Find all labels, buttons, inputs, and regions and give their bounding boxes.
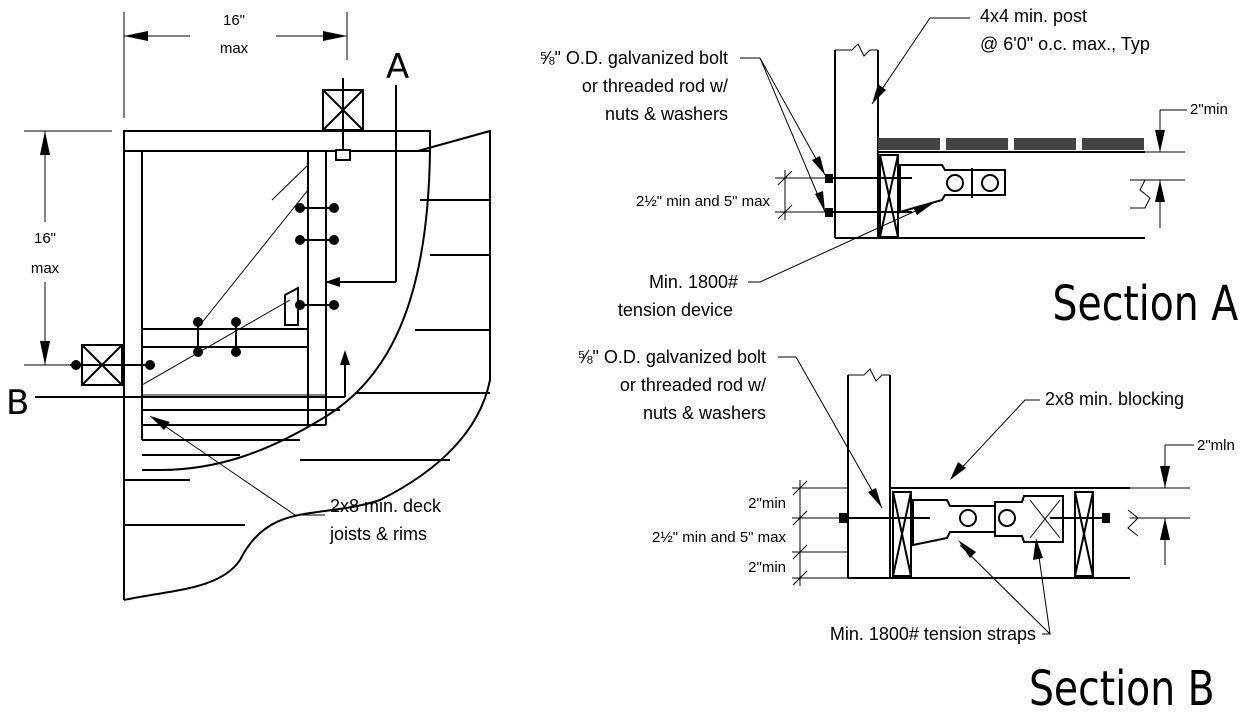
device-label-a: Min. 1800# tension device xyxy=(618,201,936,320)
dim-left-value: 16" xyxy=(34,230,56,247)
blocking-label-b: 2x8 min. blocking xyxy=(950,389,1184,480)
straps-label-b: Min. 1800# tension straps xyxy=(830,538,1052,644)
bolt-label-b-line-2: or threaded rod w/ xyxy=(620,375,766,395)
section-b-title: Section B xyxy=(1029,661,1215,717)
section-cut-a: A xyxy=(325,47,409,287)
dim-stack-left-b: 2"min 2½" min and 5" max 2"min xyxy=(652,480,848,586)
bolt-label-a-line-3: nuts & washers xyxy=(605,104,728,124)
dim-top-16-max: 16" max xyxy=(123,12,348,118)
section-cut-b: B xyxy=(6,350,350,423)
blocking-label: 2x8 min. blocking xyxy=(1045,389,1184,409)
dim-2min-right-text: 2"mln xyxy=(1197,437,1235,454)
joist-label-1: 2x8 min. deck xyxy=(330,496,442,516)
joist-label-2: joists & rims xyxy=(329,524,427,544)
dim-2min-top-text: 2"min xyxy=(748,495,786,512)
dim-left-unit: max xyxy=(31,260,60,277)
bolt-label-a: ⅝" O.D. galvanized bolt or threaded rod … xyxy=(540,48,826,213)
decking-a xyxy=(878,138,1144,150)
dim-2min-a-text: 2"min xyxy=(1190,101,1228,118)
bolt-label-b: ⅝" O.D. galvanized bolt or threaded rod … xyxy=(578,347,883,509)
dim-bolt-spacing-a: 2½" min and 5" max xyxy=(636,170,835,220)
dim-2min-a: 2"min xyxy=(1130,101,1228,228)
straps-label: Min. 1800# tension straps xyxy=(830,624,1036,644)
plan-view: 16" max 16" max xyxy=(6,12,491,601)
deck-frame xyxy=(70,78,491,601)
section-a: 2"min 2½" min and 5" max 4x4 min. post @… xyxy=(540,6,1239,332)
tag-a: A xyxy=(386,47,409,87)
bolt-label-a-line-1: ⅝" O.D. galvanized bolt xyxy=(540,48,729,68)
section-b: 2"mln 2"min 2½" min and 5" max 2"min ⅝" … xyxy=(578,347,1235,717)
bolt-label-a-line-2: or threaded rod w/ xyxy=(582,76,728,96)
tag-b: B xyxy=(6,383,29,423)
dim-bolt-spacing-b-text: 2½" min and 5" max xyxy=(652,529,787,546)
post-label-line-1: 4x4 min. post xyxy=(980,6,1087,26)
dim-bolt-spacing-a-text: 2½" min and 5" max xyxy=(636,193,771,210)
post-label-line-2: @ 6'0" o.c. max., Typ xyxy=(980,34,1150,54)
bolt-label-b-line-1: ⅝" O.D. galvanized bolt xyxy=(578,347,767,367)
device-label-line-1: Min. 1800# xyxy=(649,272,738,292)
dim-2min-bottom-text: 2"min xyxy=(748,559,786,576)
device-label-line-2: tension device xyxy=(618,300,733,320)
dim-left-16-max: 16" max xyxy=(24,130,112,366)
joist-leader: 2x8 min. deck joists & rims xyxy=(149,415,442,544)
post-label-a: 4x4 min. post @ 6'0" o.c. max., Typ xyxy=(871,6,1150,105)
section-a-title: Section A xyxy=(1053,276,1239,332)
dim-top-value: 16" xyxy=(223,12,245,29)
dim-top-unit: max xyxy=(220,40,249,57)
bolt-label-b-line-3: nuts & washers xyxy=(643,403,766,423)
dim-2min-right-b: 2"mln xyxy=(1130,437,1235,565)
